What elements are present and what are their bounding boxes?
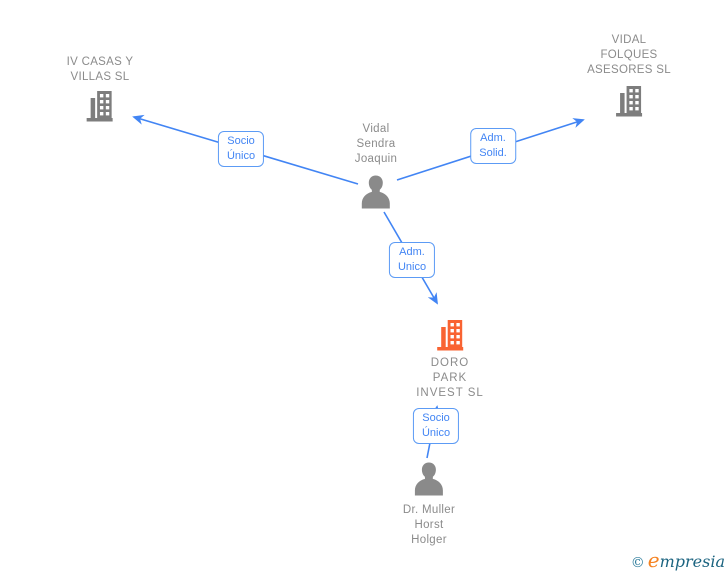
building-icon [433,318,467,352]
node-vidal-sendra-joaquin[interactable]: Vidal Sendra Joaquin [355,122,397,212]
edge-label-socio-unico-iv-casas: Socio Único [217,131,265,167]
node-vidal-folques-asesores-sl[interactable]: VIDAL FOLQUES ASESORES SL [587,33,671,118]
brand-initial: e [647,548,660,572]
node-iv-casas-y-villas-sl[interactable]: IV CASAS Y VILLAS SL [67,55,134,123]
edge-label-socio-unico-doro-park: Socio Único [412,408,460,444]
node-doro-park-invest-sl[interactable]: DORO PARK INVEST SL [416,318,484,401]
empresia-logo[interactable]: ©empresia [631,550,725,573]
person-name: Vidal Sendra Joaquin [354,123,398,165]
edge-label-adm-solid: Adm. Solid. [470,128,516,164]
copyright-icon: © [630,555,645,571]
brand-text: mpresia [659,552,725,571]
building-icon [83,89,117,123]
building-icon [612,84,646,118]
node-dr-muller-horst-holger[interactable]: Dr. Muller Horst Holger [403,459,455,548]
person-name: Dr. Muller Horst Holger [402,504,456,546]
person-icon [357,172,395,212]
person-icon [410,459,448,499]
company-name: IV CASAS Y VILLAS SL [66,56,134,83]
company-name: VIDAL FOLQUES ASESORES SL [587,34,671,76]
company-name: DORO PARK INVEST SL [416,357,484,399]
edge-label-adm-unico: Adm. Unico [388,242,436,278]
